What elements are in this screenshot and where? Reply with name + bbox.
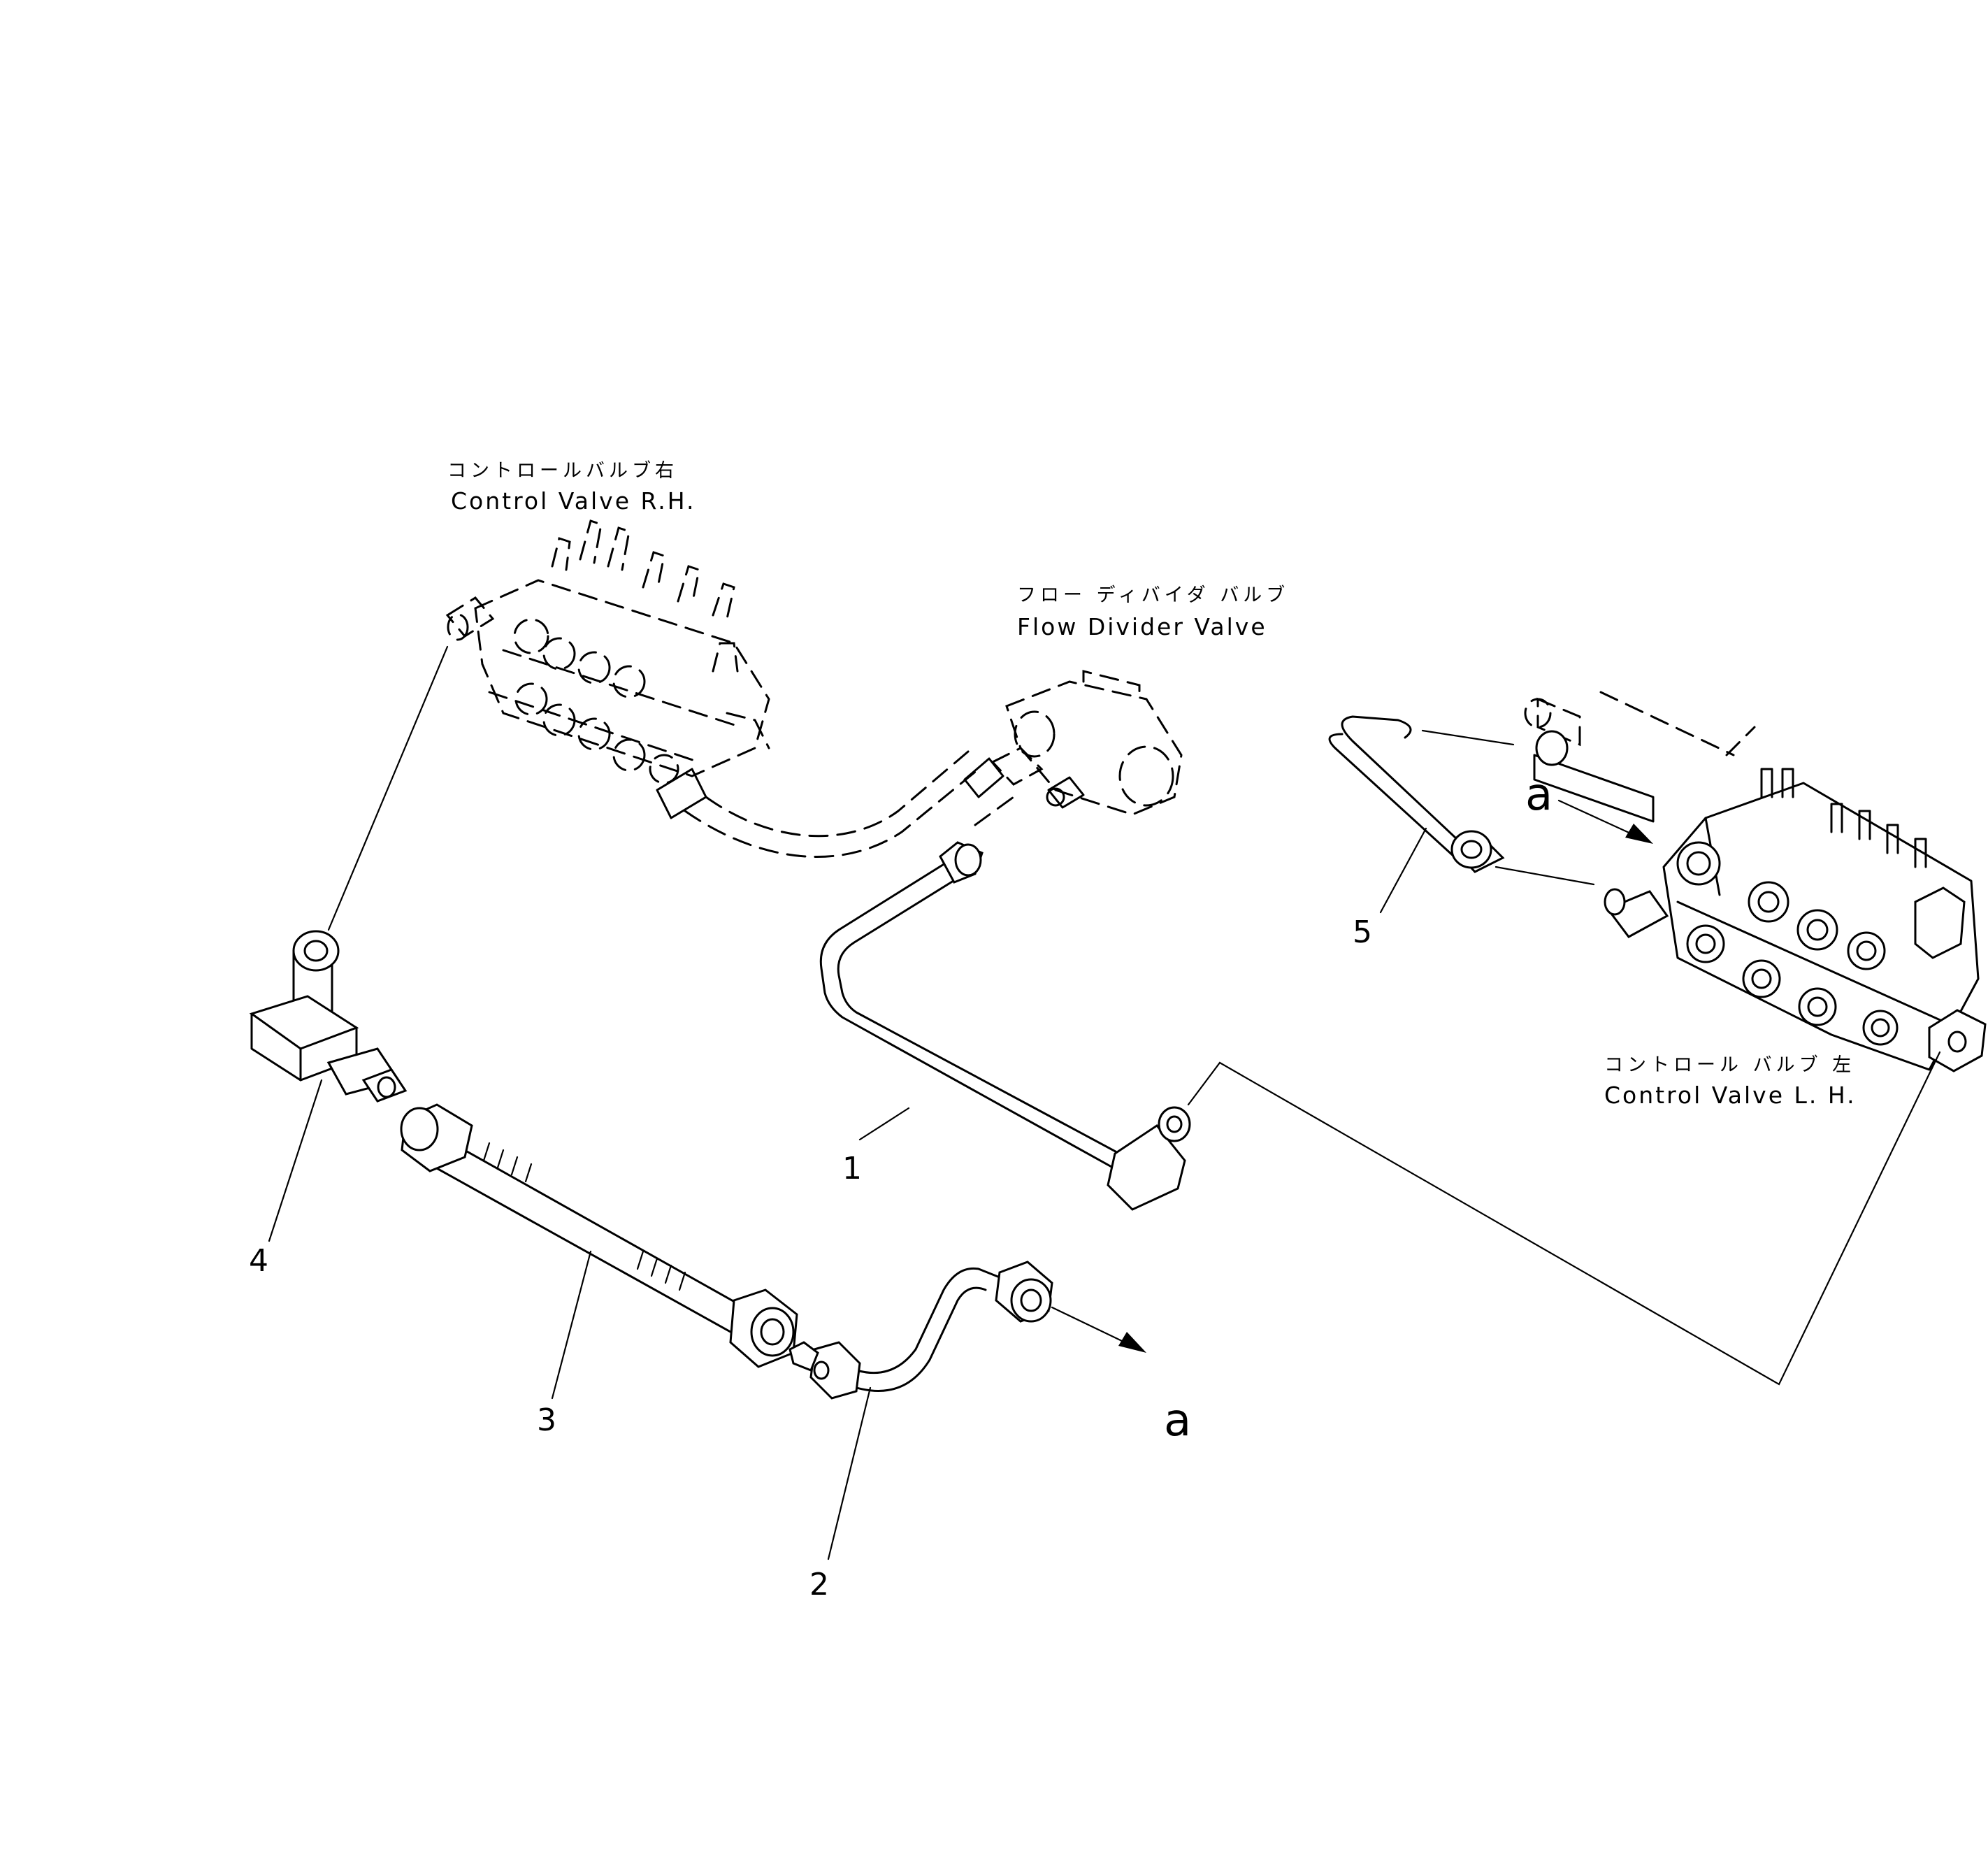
control-valve-rh-en-label: Control Valve R.H. bbox=[451, 487, 696, 515]
part-5-tube bbox=[1328, 715, 1595, 886]
part-1-tube bbox=[819, 841, 1191, 1211]
part-number-5: 5 bbox=[1353, 914, 1372, 950]
flow-divider-valve bbox=[974, 670, 1183, 826]
reference-a-top: a bbox=[1525, 769, 1553, 821]
part-number-4: 4 bbox=[249, 1243, 268, 1279]
part-number-3: 3 bbox=[537, 1402, 556, 1438]
control-valve-rh bbox=[445, 519, 770, 784]
flow-divider-valve-en-label: Flow Divider Valve bbox=[1017, 613, 1267, 640]
control-valve-lh-en-label: Control Valve L. H. bbox=[1604, 1082, 1857, 1109]
reference-a-bottom: a bbox=[1164, 1395, 1192, 1447]
leader-lines bbox=[268, 645, 1941, 1560]
part-number-2: 2 bbox=[809, 1567, 829, 1602]
control-valve-lh-jp-label: コントロール バルブ 左 bbox=[1604, 1054, 1856, 1076]
control-valve-rh-jp-label: コントロールバルブ右 bbox=[447, 460, 678, 482]
part-3-hose bbox=[400, 1103, 798, 1368]
connecting-pipe-dashed bbox=[656, 750, 1004, 858]
flow-divider-valve-jp-label: フロー ディバイダ バルブ bbox=[1017, 584, 1290, 606]
part-number-1: 1 bbox=[842, 1151, 862, 1186]
part-4-fitting bbox=[249, 930, 408, 1103]
control-valve-lh bbox=[1524, 691, 1987, 1072]
part-2-tube bbox=[788, 1261, 1053, 1400]
